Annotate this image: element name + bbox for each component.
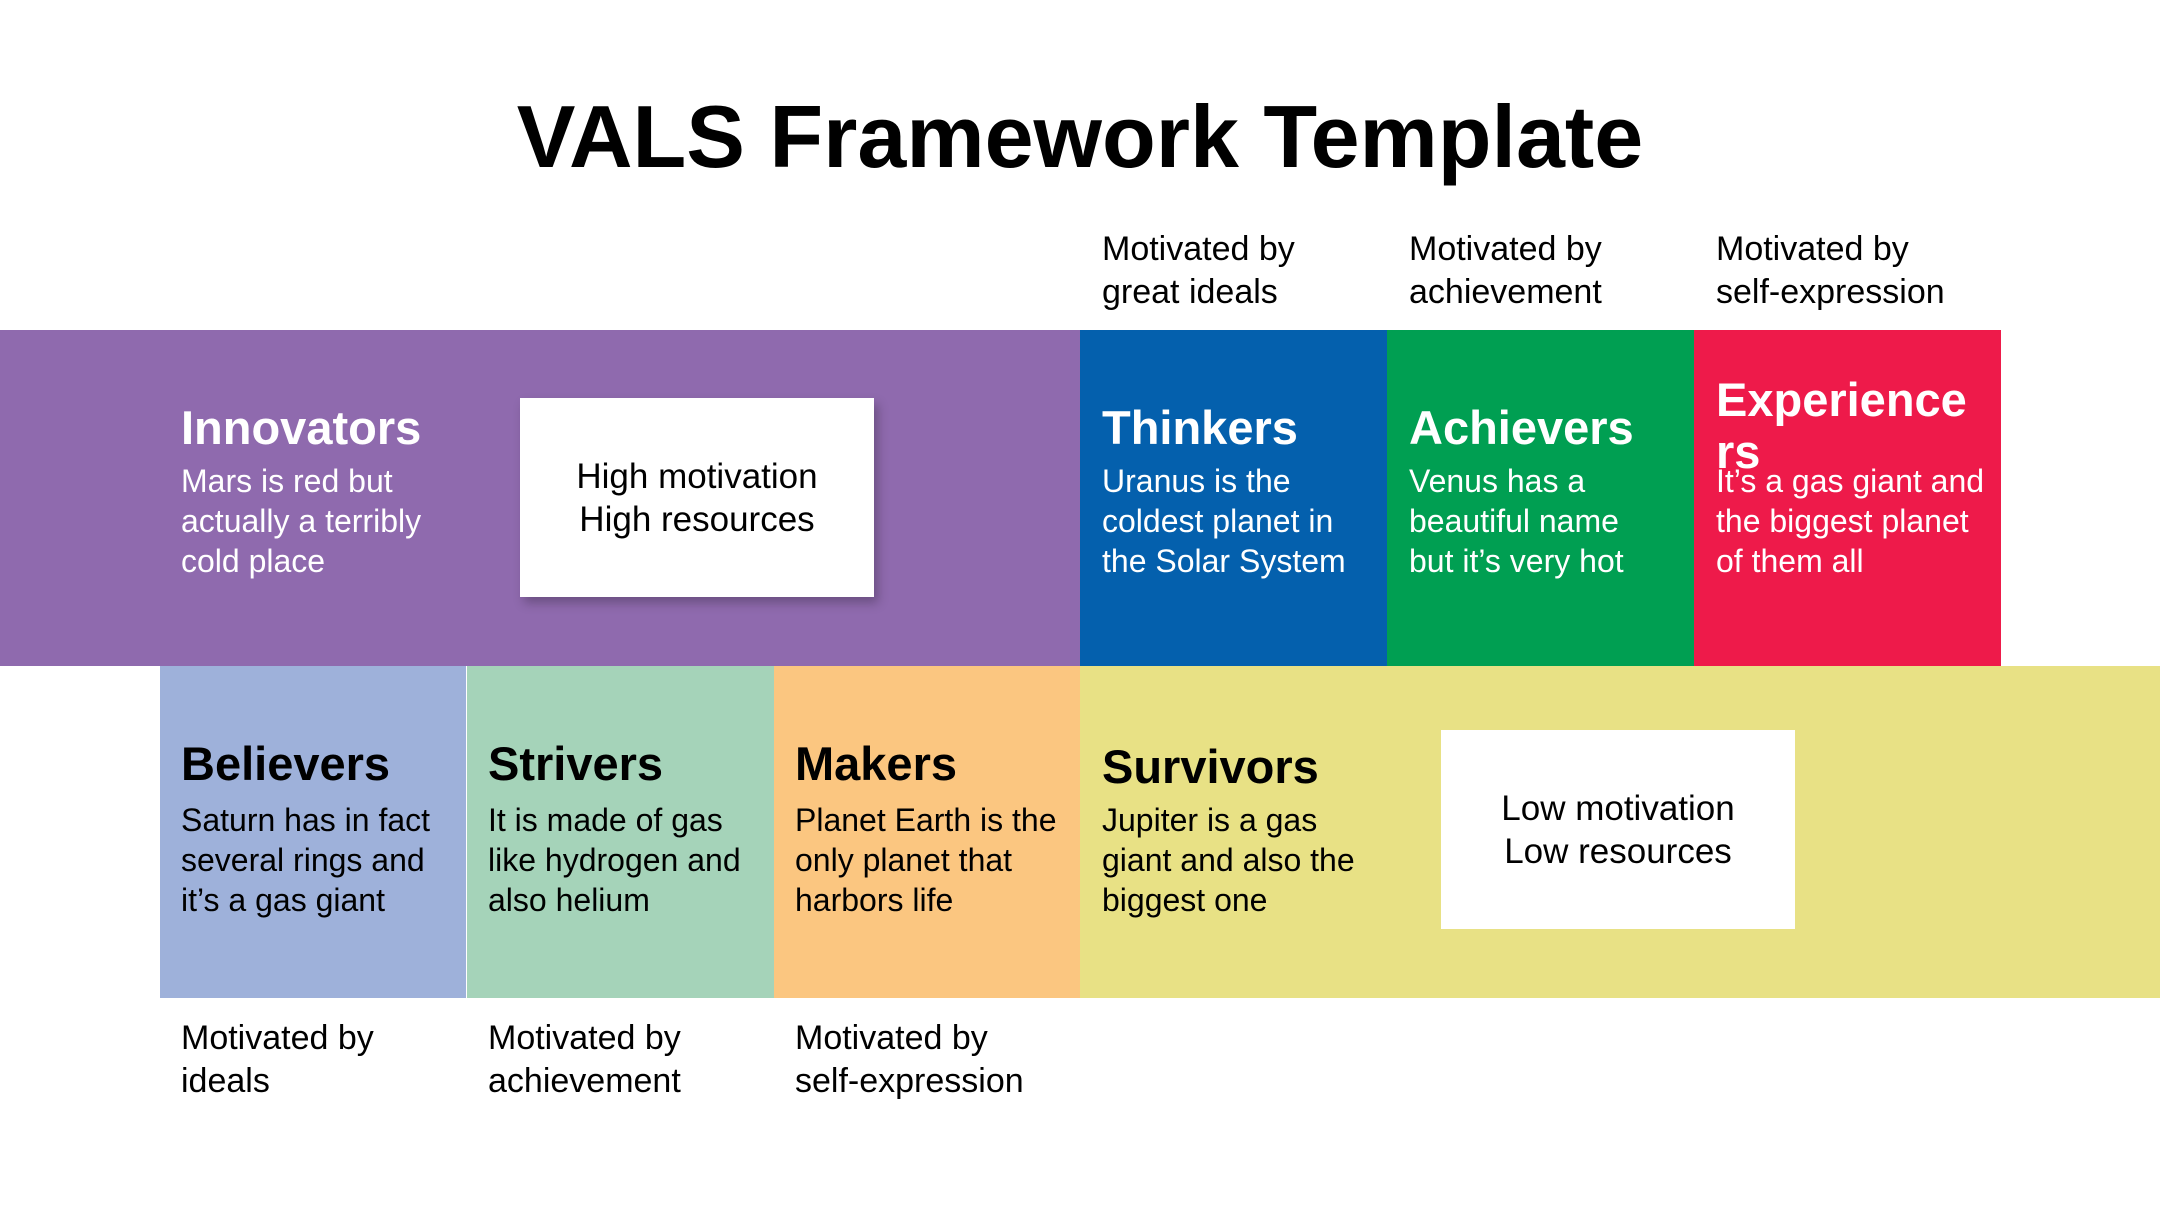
achievers-band <box>1387 330 1694 666</box>
makers-band <box>774 666 1080 998</box>
experiencers-title: Experience rs <box>1716 373 1967 478</box>
makers-title: Makers <box>795 737 957 790</box>
motivation-label-believers: Motivated by ideals <box>181 1019 374 1100</box>
believers-title: Believers <box>181 737 391 790</box>
experiencers-band <box>1694 330 2001 666</box>
achievers-description: Venus has a beautiful name but it’s very… <box>1409 463 1624 579</box>
strivers-description: It is made of gas like hydrogen and also… <box>488 802 741 918</box>
low-motivation-callout: Low motivation Low resources <box>1441 730 1795 929</box>
thinkers-description: Uranus is the coldest planet in the Sola… <box>1102 463 1346 579</box>
believers-description: Saturn has in fact several rings and it’… <box>181 802 431 918</box>
innovators-description: Mars is red but actually a terribly cold… <box>181 463 422 579</box>
thinkers-title: Thinkers <box>1102 401 1298 454</box>
motivation-label-experiencers: Motivated by self-expression <box>1716 230 1945 311</box>
page-title: VALS Framework Template <box>516 87 1644 186</box>
believers-band <box>160 666 466 998</box>
makers-description: Planet Earth is the only planet that har… <box>795 802 1057 918</box>
survivors-title: Survivors <box>1102 740 1319 793</box>
experiencers-description: It’s a gas giant and the biggest planet … <box>1716 463 1985 579</box>
motivation-label-achievers: Motivated by achievement <box>1409 230 1602 311</box>
innovators-title: Innovators <box>181 401 422 454</box>
strivers-band <box>467 666 774 998</box>
survivors-description: Jupiter is a gas giant and also the bigg… <box>1102 802 1355 918</box>
thinkers-band <box>1080 330 1387 666</box>
motivation-label-strivers: Motivated by achievement <box>488 1019 681 1100</box>
motivation-label-thinkers: Motivated by great ideals <box>1102 230 1295 311</box>
high-motivation-callout: High motivation High resources <box>520 398 874 597</box>
motivation-label-makers: Motivated by self-expression <box>795 1019 1024 1100</box>
achievers-title: Achievers <box>1409 401 1634 454</box>
strivers-title: Strivers <box>488 737 664 790</box>
